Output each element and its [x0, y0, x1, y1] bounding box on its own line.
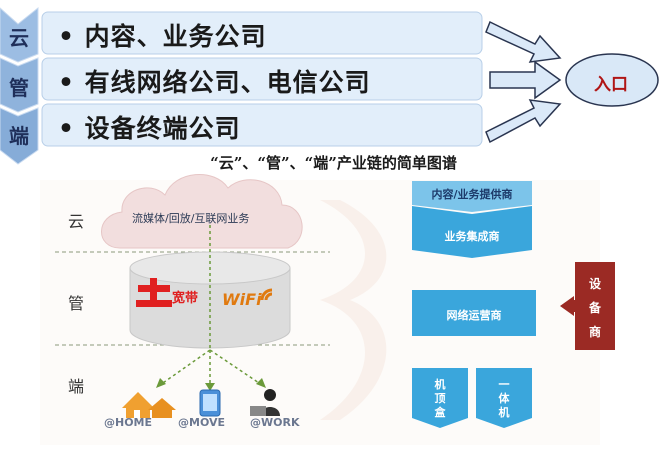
arrow-icon-up: [485, 20, 562, 63]
device-maker-arrow-icon: [560, 296, 578, 316]
arrow-icon-down: [485, 99, 562, 144]
layer-label-pipe: 管: [68, 294, 85, 313]
connector-arcs: [320, 200, 387, 420]
entry-label: 入口: [594, 75, 628, 95]
layer-label-end: 端: [68, 377, 85, 396]
operator-text: 网络运营商: [446, 309, 502, 322]
row-network-companies: • 有线网络公司、电信公司: [58, 68, 371, 97]
chevron-end: [0, 107, 39, 165]
side-char-end: 端: [9, 124, 29, 148]
aio-text: 一体机: [498, 378, 510, 419]
arrow-icon-mid: [489, 60, 562, 100]
device-label-work: @WORK: [250, 416, 300, 429]
side-char-cloud: 云: [9, 26, 29, 50]
device-label-move: @MOVE: [178, 416, 226, 429]
worker-icon: [250, 389, 280, 416]
layer-label-cloud: 云: [68, 212, 85, 231]
cloud-shape: [101, 174, 303, 249]
home-icon: [122, 392, 176, 418]
wifi-logo-text: WiFi: [222, 290, 262, 309]
row-box-1: [41, 11, 483, 55]
broadband-logo-icon: [136, 278, 172, 307]
row-box-2: [41, 57, 483, 101]
arrowhead-right: [256, 378, 266, 388]
integrator-text: 业务集成商: [444, 230, 500, 243]
entry-ellipse: [565, 53, 659, 107]
device-maker-box: [575, 262, 615, 350]
flow-arrow-left: [159, 349, 211, 386]
arrowhead-center: [205, 383, 215, 391]
arrowhead-left: [156, 378, 166, 388]
chain-stb: [412, 368, 468, 428]
chain-content-provider: [412, 181, 532, 212]
side-char-pipe: 管: [9, 76, 29, 100]
device-label-home: @HOME: [104, 416, 153, 429]
broadband-logo-text: 宽带: [172, 291, 199, 306]
row-device-companies: • 设备终端公司: [58, 114, 241, 143]
cloud-services-text: 流媒体/回放/互联网业务: [132, 212, 250, 225]
chain-integrator: [412, 206, 532, 258]
diagram-caption: “云”、“管”、“端”产业链的简单图谱: [210, 154, 457, 172]
chain-operator: [412, 290, 536, 336]
chain-aio: [476, 368, 532, 428]
row-box-3: [41, 103, 483, 147]
flow-arrow-right: [209, 349, 263, 386]
tablet-icon: [199, 389, 221, 417]
stb-text: 机顶盒: [434, 378, 446, 419]
chevron-cloud: [0, 6, 39, 63]
device-maker-text: 设备商: [588, 277, 601, 339]
chevron-pipe: [0, 57, 39, 113]
content-provider-text: 内容/业务提供商: [431, 188, 513, 201]
wifi-icon: [260, 288, 273, 301]
row-content-companies: • 内容、业务公司: [58, 22, 267, 51]
